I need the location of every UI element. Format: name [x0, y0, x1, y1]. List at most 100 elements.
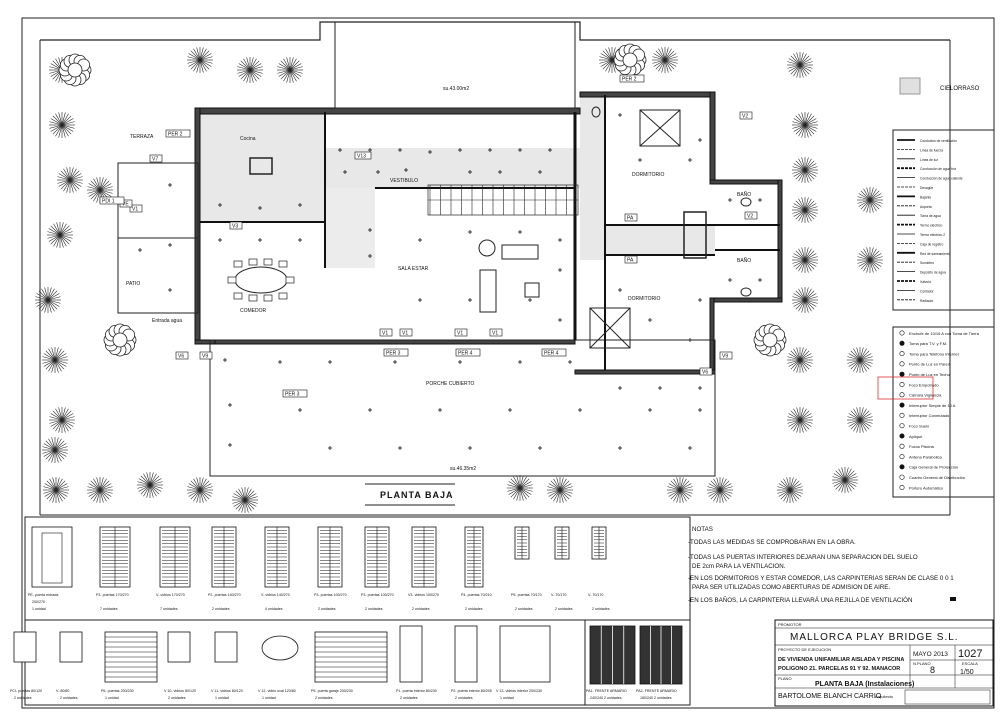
opening-tag-label: V6	[702, 370, 708, 376]
architect-name: BARTOLOME BLANCH CARRIO	[778, 693, 882, 700]
fixture-symbol-icon	[398, 446, 402, 450]
opening-tag: V6	[699, 367, 713, 376]
opening-tag: PER 4	[541, 348, 567, 357]
opening-tag: V6	[175, 351, 189, 360]
legend-item-label: Toma para Teléfono Internet	[909, 351, 960, 356]
opening-tag-label: V1	[457, 331, 463, 337]
project-label: PROYECTO DE EJECUCION	[778, 647, 831, 652]
fixture-symbol-icon	[698, 386, 702, 390]
project-line-2: POLIGONO 21. PARCELAS 91 Y 92. MANACOR	[778, 666, 900, 672]
carpentry-code: PCI- puertas 80/120	[10, 689, 42, 693]
tree-icon	[277, 57, 303, 83]
date: MAYO 2013	[913, 651, 948, 658]
fixture-symbol-icon	[488, 148, 492, 152]
carpentry-units: 2 unidades	[60, 696, 78, 700]
fixture-symbol-icon	[468, 230, 472, 234]
carpentry-units: 2 unidades	[400, 696, 418, 700]
room-patio: PATIO	[126, 281, 140, 287]
tree-icon	[232, 487, 258, 513]
fixture-symbol-icon	[218, 203, 222, 207]
opening-tag: V1	[489, 328, 503, 337]
fixture-symbol-icon	[758, 278, 762, 282]
legend-item-label: Punto de Luz en Techo	[909, 372, 951, 377]
legend-box-top	[892, 129, 995, 311]
legend-item-label: Toma para T.V. y F.M.	[909, 341, 947, 346]
legend-item: Cuadro General de Distribución	[899, 474, 965, 480]
legend-item-label: Arqueta	[920, 205, 932, 209]
legend-item-label: Foco Suelo	[909, 424, 930, 429]
carpentry-code: V3- vidrios 100/270	[408, 593, 439, 597]
carpentry-code: PA2- FRENTE ARMARIO	[636, 689, 677, 693]
fixture-symbol-icon	[518, 148, 522, 152]
scale: 1/50	[960, 669, 974, 676]
note-line-6: -EN LOS BAÑOS, LA CARPINTERIA LLEVARÁ UN…	[688, 597, 912, 604]
fixture-symbol-icon	[418, 298, 422, 302]
fixture-symbol-icon	[688, 338, 692, 342]
carpentry-code: P5- puertas 70/170	[511, 593, 542, 597]
fixture-symbol-icon	[223, 358, 227, 362]
fixture-symbol-icon	[428, 150, 432, 154]
fixture-symbol-icon	[138, 248, 142, 252]
legend-item: Toma para T.V. y F.M.	[899, 340, 947, 346]
room-dormitorio-2: DORMITORIO	[628, 296, 661, 302]
legend-item-label: Interruptor Conmutado	[909, 413, 950, 418]
tree-icon	[42, 347, 68, 373]
legend-item-label: Caja General de Protección	[909, 465, 958, 470]
legend-item: Conducción de agua caliente	[897, 177, 963, 181]
opening-tag: PA	[624, 255, 638, 264]
tree-icon	[787, 52, 813, 78]
fixture-symbol-icon	[648, 318, 652, 322]
fixture-symbol-icon	[528, 298, 532, 302]
opening-tag: V2	[739, 111, 753, 120]
note-line-5: PARA SER UTILIZADAS COMO ABERTURAS DE AD…	[692, 584, 890, 591]
legend-item-label: Cámara Vigilancia	[909, 393, 942, 398]
carpentry-units: 1 unidad	[262, 696, 276, 700]
notes: NOTAS -TODAS LAS MEDIDAS SE COMPROBARAN …	[688, 526, 954, 604]
carpentry-code: V- 80/80	[56, 689, 69, 693]
carpentry-units: 1 unidad	[500, 696, 514, 700]
carpentry-code: P3- puertas 100/270	[361, 593, 394, 597]
legend-item: Línea de fuerza	[897, 148, 943, 152]
carpentry-code: P3- puertas 100/270	[314, 593, 347, 597]
carpentry-code: V 11- vidrios 80/120	[211, 689, 243, 693]
tree-icon	[187, 47, 213, 73]
carpentry-code: V- vidrios 170/270	[156, 593, 185, 597]
carpentry-units: 2 unidades	[455, 696, 473, 700]
opening-tag-label: VE	[122, 202, 129, 208]
fixture-symbol-icon	[328, 446, 332, 450]
carpentry-code: PA1- FRENTE ARMARIO	[586, 689, 627, 693]
legend-item-label: Conducción de agua fría	[920, 167, 956, 171]
legend-item: Portero Automático	[899, 484, 944, 490]
legend-item: Conductos de ventilación	[897, 139, 957, 143]
room-bano-1: BAÑO	[737, 191, 751, 198]
legend-item-label: Antena Parabólica	[909, 454, 942, 459]
fixture-symbol-icon	[298, 203, 302, 207]
highlight-marker	[877, 376, 934, 400]
title-block: PROMOTOR MALLORCA PLAY BRIDGE S.L. PROYE…	[774, 619, 994, 707]
tree-icon	[667, 477, 693, 503]
carpentry-units: 2 unidades	[412, 607, 430, 611]
area-bottom: su.46.35m2	[450, 466, 476, 472]
opening-tag-label: PER 3	[386, 351, 401, 357]
fixture-symbol-icon	[418, 238, 422, 242]
promotor-name: MALLORCA PLAY BRIDGE S.L.	[790, 632, 959, 643]
legend-item: Conducción de agua fría	[897, 167, 956, 171]
legend-item-label: Bajante	[920, 195, 931, 199]
opening-tag-label: V2	[742, 114, 748, 120]
legend-item: Depósito de agua	[897, 271, 946, 275]
tree-icon	[777, 477, 803, 503]
legend-item-label: Toma de agua	[920, 214, 941, 218]
tree-icon	[187, 477, 213, 503]
carpentry-size: 200/270	[32, 600, 45, 604]
opening-tag: V1	[399, 328, 413, 337]
legend-item-label: Foco Empotrado	[909, 382, 939, 387]
fixture-symbol-icon	[698, 298, 702, 302]
